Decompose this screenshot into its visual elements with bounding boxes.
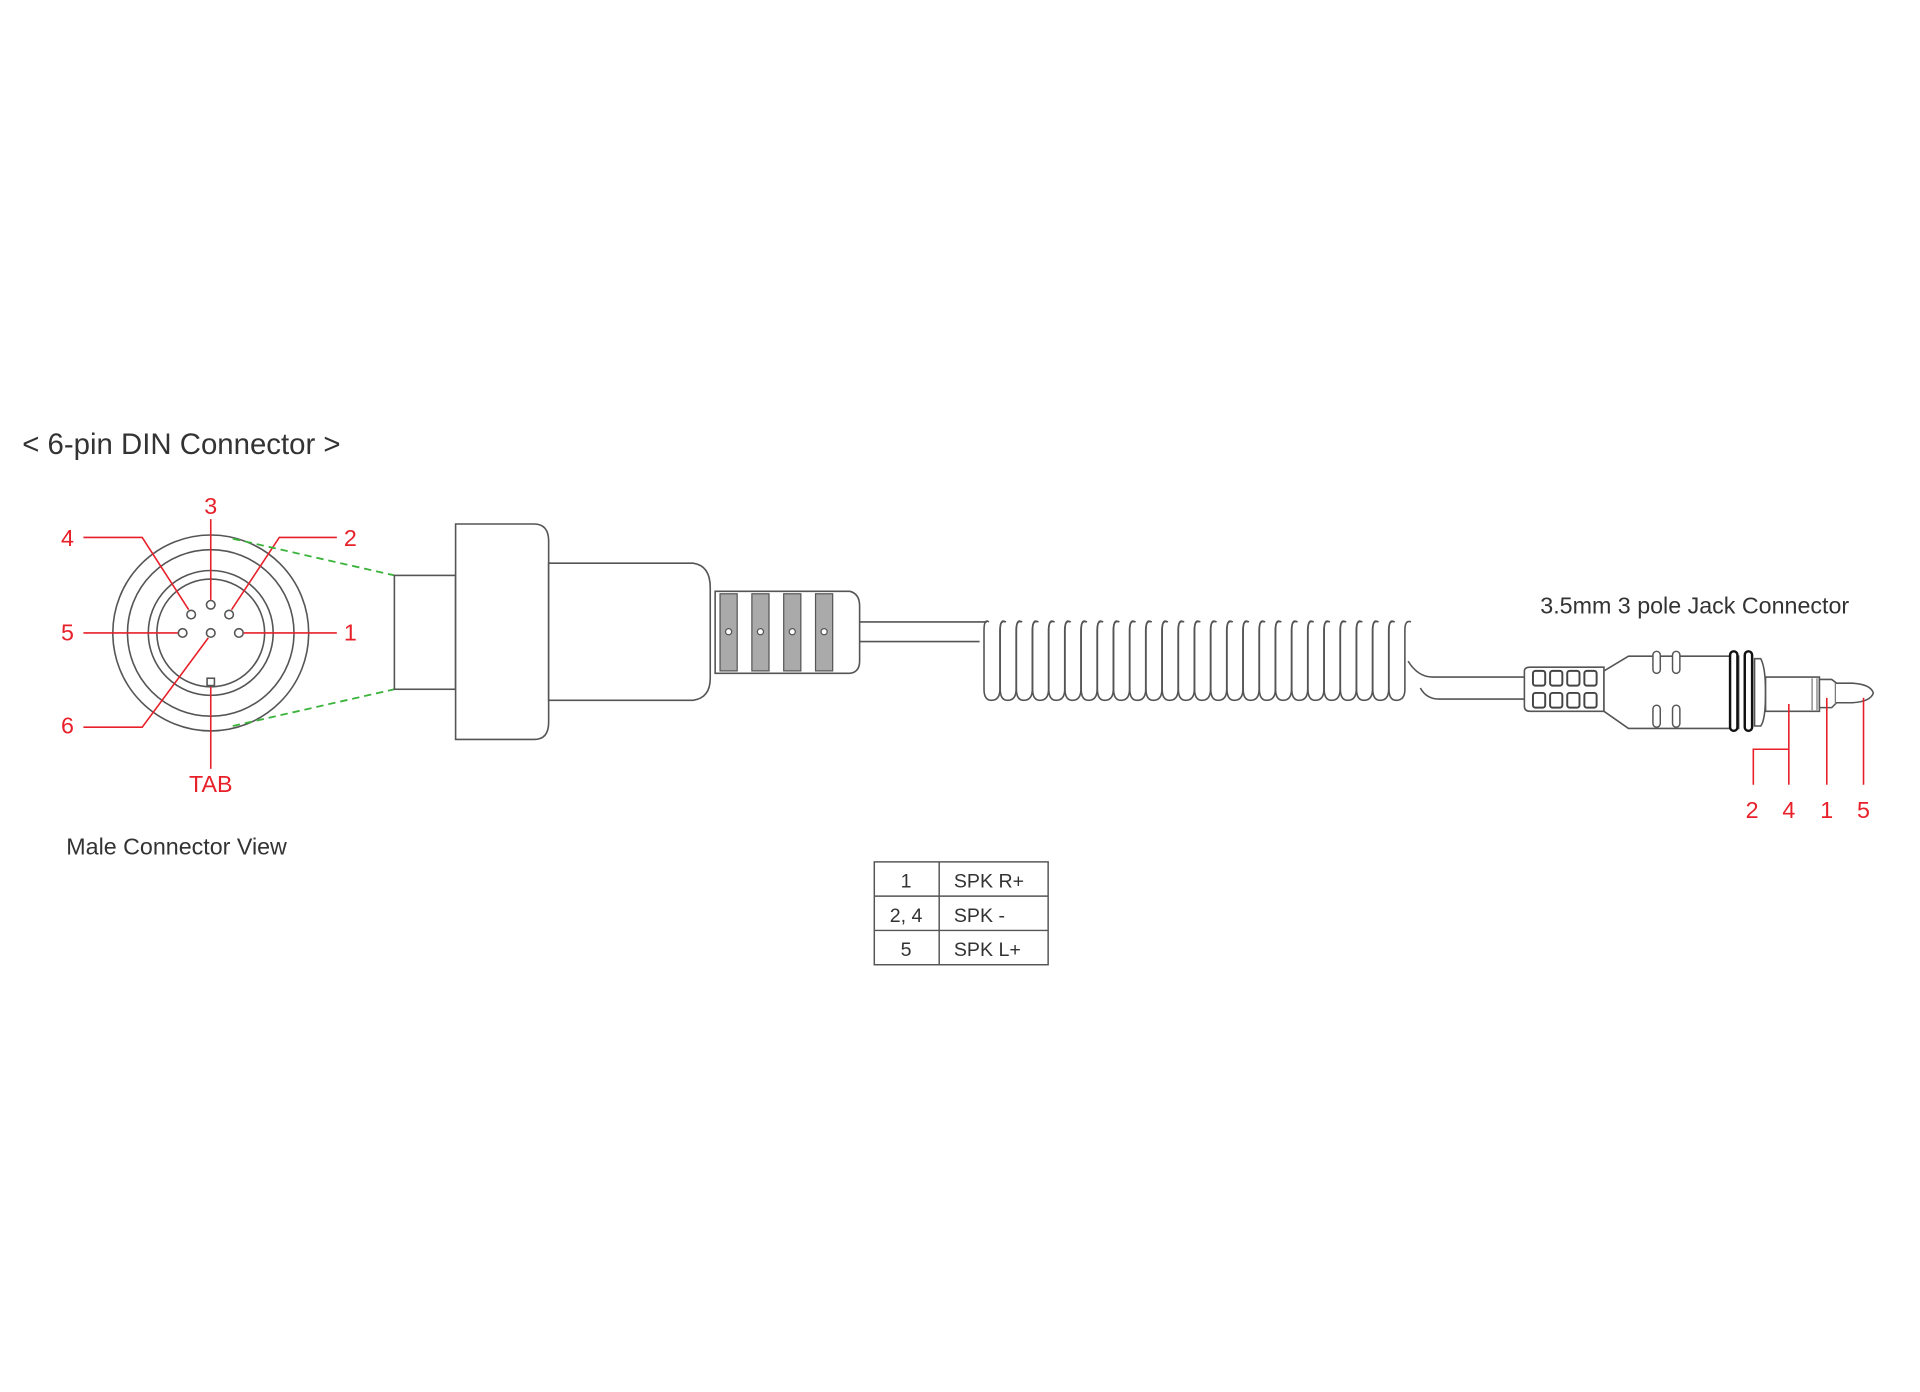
straight-cable-right (1407, 660, 1525, 700)
din-leader-lines (83, 519, 337, 769)
din-label-4: 4 (61, 525, 74, 551)
pin-6 (205, 627, 216, 639)
coil-turn (1355, 620, 1379, 702)
jack-title: 3.5mm 3 pole Jack Connector (1540, 592, 1849, 618)
coil-turn (1112, 620, 1136, 702)
coil-turn (1290, 620, 1315, 702)
jack-label-1: 1 (1820, 797, 1833, 823)
coil-turn (1031, 620, 1055, 702)
table-signal: SPK R+ (954, 871, 1024, 893)
projection-guide-top (232, 537, 395, 577)
pin-4 (186, 609, 197, 620)
coil-turn (1048, 620, 1072, 702)
coil-turn (1388, 620, 1412, 702)
pin-1 (233, 627, 244, 639)
din-connector-face (112, 534, 310, 732)
coiled-cable (983, 620, 1412, 702)
din-label-tab: TAB (189, 771, 233, 797)
jack-label-4: 4 (1782, 797, 1795, 823)
din-plug-body (393, 523, 861, 741)
coil-turn (1129, 620, 1153, 702)
table-pin: 1 (901, 871, 912, 893)
din-label-5: 5 (61, 619, 74, 645)
pin-3 (205, 599, 216, 610)
coil-turn (1096, 620, 1120, 702)
table-pin: 5 (901, 939, 912, 961)
coil-turn (1307, 620, 1331, 702)
coil-turn (1064, 620, 1088, 702)
din-title: < 6-pin DIN Connector > (22, 428, 340, 461)
jack-label-2: 2 (1746, 797, 1759, 823)
jack-leader-lines (1752, 697, 1865, 785)
coil-turn (1161, 620, 1185, 702)
coil-turn (1193, 620, 1217, 702)
coil-turn (1258, 620, 1282, 702)
coil-turn (1209, 620, 1234, 702)
pin-2 (224, 609, 235, 620)
coil-turn (1339, 620, 1363, 702)
coil-turn (1274, 620, 1298, 702)
din-label-2: 2 (344, 525, 357, 551)
din-label-3: 3 (204, 493, 217, 519)
pin-5 (177, 627, 188, 639)
coil-turn (1177, 620, 1201, 702)
coil-turn (1371, 620, 1396, 702)
coil-turn (1242, 620, 1266, 702)
tab-key (206, 677, 216, 687)
din-label-1: 1 (344, 619, 357, 645)
din-strain-relief (714, 590, 861, 675)
din-caption: Male Connector View (66, 834, 287, 860)
coil-turn (1015, 620, 1039, 702)
jack-label-5: 5 (1857, 797, 1870, 823)
straight-cable-left (859, 621, 987, 643)
coil-turn (1145, 620, 1169, 702)
coil-turn (999, 620, 1023, 702)
table-signal: SPK L+ (954, 939, 1021, 961)
projection-guide-bottom (232, 688, 395, 727)
jack-plug (1523, 650, 1875, 733)
coil-turn (1323, 620, 1347, 702)
pin-table: 1 SPK R+ 2, 4 SPK - 5 SPK L+ (873, 861, 1049, 966)
table-pin: 2, 4 (890, 905, 923, 927)
coil-turn (983, 620, 1007, 702)
coil-turn (1080, 620, 1104, 702)
coil-turn (1226, 620, 1250, 702)
table-signal: SPK - (954, 905, 1005, 927)
din-label-6: 6 (61, 712, 74, 738)
